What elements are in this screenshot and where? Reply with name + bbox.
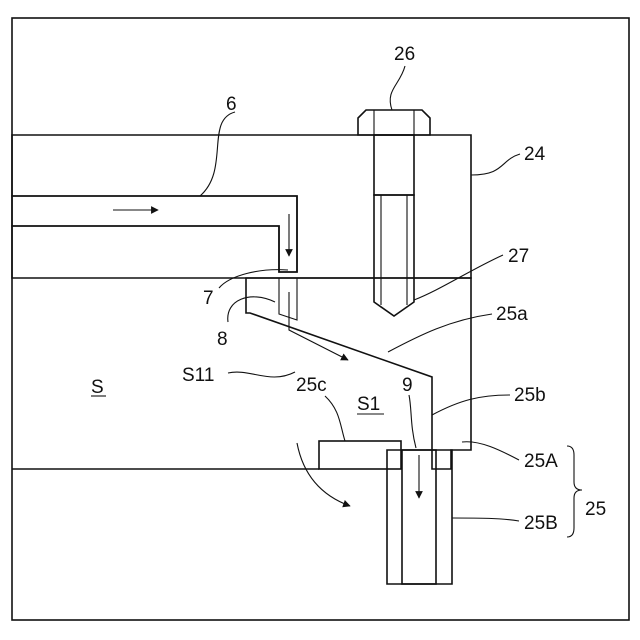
leader-8 [228,297,275,322]
leader-26 [390,66,405,110]
label-25a: 25a [496,304,528,325]
label-6: 6 [226,94,237,115]
flow-arrow-outflow [297,443,350,506]
label-27: 27 [508,246,529,267]
label-24: 24 [524,144,546,165]
leader-S11 [228,372,295,377]
leader-9 [409,395,416,448]
label-8: 8 [217,329,228,350]
label-25c: 25c [296,375,327,396]
channel-6 [12,196,297,272]
label-25b: 25b [514,385,546,406]
label-25: 25 [585,499,606,520]
brace-25 [567,446,582,537]
label-S: S [91,377,104,398]
label-9: 9 [402,375,413,396]
label-7: 7 [203,288,214,309]
leader-25B [452,518,519,521]
leader-25c [325,396,345,441]
label-25B: 25B [524,513,558,534]
bolt-26-head [358,110,430,135]
leader-6 [200,112,235,196]
bolt-27-thread [374,195,414,316]
leader-25a [388,314,492,352]
label-25A: 25A [524,451,558,472]
flow-arrow-slope [289,292,348,360]
leader-7 [219,270,288,288]
upper-plate-24 [12,135,471,278]
label-S1: S1 [357,394,380,415]
bolt-26-shank [374,135,414,195]
passage-8 [279,278,297,320]
leader-24 [471,154,520,175]
flange-25c [319,441,401,469]
label-26: 26 [394,44,415,65]
label-S11: S11 [182,365,214,386]
